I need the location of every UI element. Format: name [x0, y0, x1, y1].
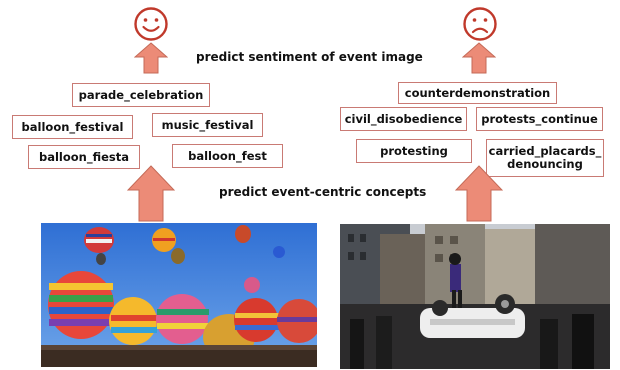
concept-tag-counterdemonstration: counterdemonstration	[398, 82, 557, 104]
concept-tag-balloon-fiesta: balloon_fiesta	[28, 145, 140, 169]
concept-tag-parade-celebration: parade_celebration	[72, 83, 210, 107]
concept-tag-protests-continue: protests_continue	[476, 107, 603, 131]
concept-tag-protesting: protesting	[356, 139, 472, 163]
concept-tag-music-festival: music_festival	[152, 113, 263, 137]
tag-line: denouncing	[507, 157, 583, 171]
concepts-arrow-right	[455, 165, 503, 222]
concepts-arrow-left	[127, 165, 175, 222]
protest-overturned-car-photo	[340, 224, 610, 369]
frowning-face-icon	[463, 7, 497, 41]
hot-air-balloon-festival-photo	[41, 223, 317, 367]
smiley-face-icon	[134, 7, 168, 41]
tag-line: carried_placards_	[488, 144, 602, 158]
concepts-caption: predict event-centric concepts	[219, 185, 427, 199]
concept-tag-balloon-fest: balloon_fest	[172, 144, 283, 168]
sentiment-caption: predict sentiment of event image	[196, 50, 423, 64]
sentiment-arrow-left	[134, 42, 168, 74]
concept-tag-civil-disobedience: civil_disobedience	[340, 107, 467, 131]
concept-tag-balloon-festival: balloon_festival	[12, 115, 133, 139]
sentiment-arrow-right	[462, 42, 496, 74]
concept-tag-carried-placards-denouncing: carried_placards_ denouncing	[486, 139, 604, 177]
